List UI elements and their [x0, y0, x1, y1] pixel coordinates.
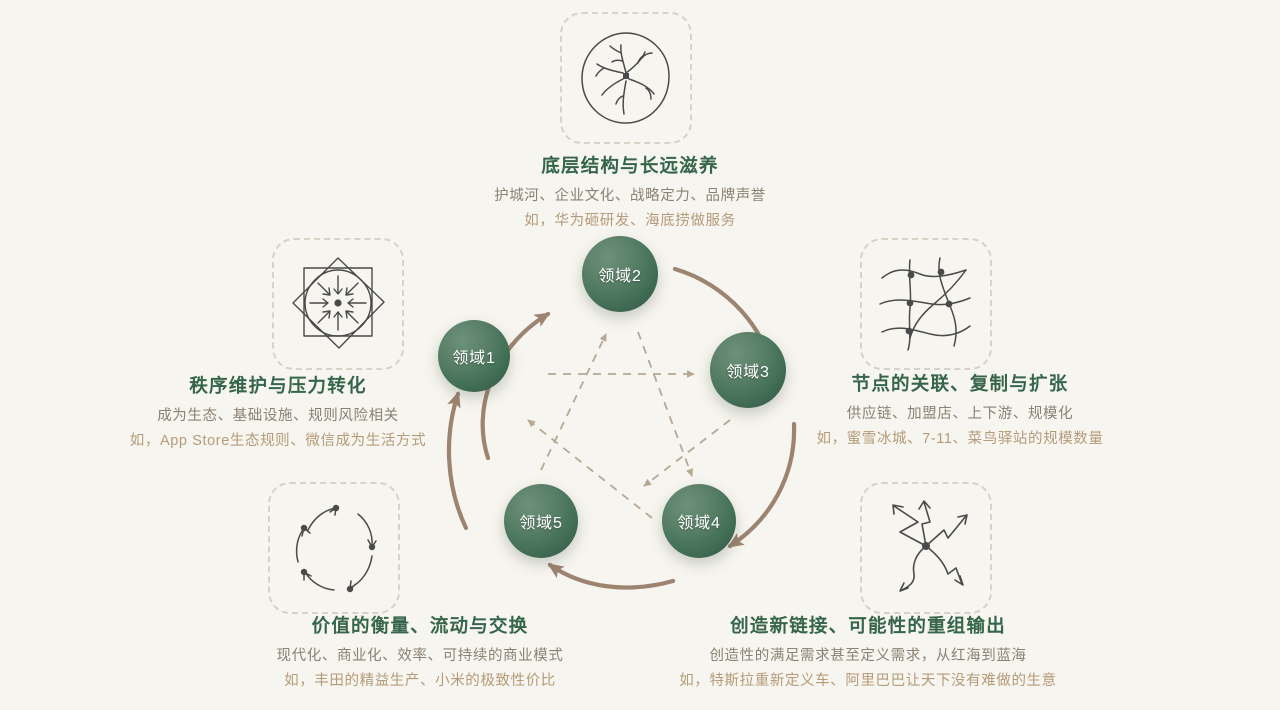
node-lingyu-4[interactable]: 领域4: [662, 484, 736, 558]
node-label: 领域3: [726, 364, 770, 381]
rotated-squares-inward-arrows-icon: [272, 238, 404, 370]
cycle-arrow-3-to-4: [727, 421, 797, 549]
section-title: 底层结构与长远滋养: [541, 155, 719, 176]
section-sub1: 创造性的满足需求甚至定义需求，从红海到蓝海: [709, 647, 1027, 664]
diverging-arrows-icon: [860, 482, 992, 614]
node-label: 领域2: [598, 268, 642, 285]
section-label-top: 底层结构与长远滋养 护城河、企业文化、战略定力、品牌声誉 如，华为砸研发、海底捞…: [440, 152, 820, 235]
section-sub2: 如，App Store生态规则、微信成为生活方式: [129, 433, 427, 450]
section-title: 节点的关联、复制与扩张: [851, 373, 1069, 394]
section-label-bottom-left: 价值的衡量、流动与交换 现代化、商业化、效率、可持续的商业模式 如，丰田的精益生…: [230, 612, 610, 695]
section-label-bottom-right: 创造新链接、可能性的重组输出 创造性的满足需求甚至定义需求，从红海到蓝海 如，特…: [638, 612, 1098, 695]
section-sub2: 如，华为砸研发、海底捞做服务: [524, 213, 736, 230]
section-title: 创造新链接、可能性的重组输出: [730, 615, 1006, 636]
network-grid-nodes-icon: [860, 238, 992, 370]
circular-flow-arrows-icon: [268, 482, 400, 614]
section-sub2: 如，蜜雪冰城、7-11、菜鸟驿站的规模数量: [816, 431, 1104, 448]
root-branches-in-circle-icon: [560, 12, 692, 144]
cycle-arrow-4-to-5: [547, 562, 676, 590]
node-label: 领域4: [677, 515, 721, 532]
section-sub1: 供应链、加盟店、上下游、规模化: [846, 405, 1074, 422]
dashed-link-3-5: [643, 419, 731, 487]
section-sub2: 如，丰田的精益生产、小米的极致性价比: [284, 673, 556, 690]
section-title: 价值的衡量、流动与交换: [311, 615, 529, 636]
node-lingyu-2[interactable]: 领域2: [582, 236, 658, 312]
section-sub1: 成为生态、基础设施、规则风险相关: [157, 407, 399, 424]
dashed-link-2-4: [637, 331, 694, 477]
node-lingyu-5[interactable]: 领域5: [504, 484, 578, 558]
node-lingyu-3[interactable]: 领域3: [710, 332, 786, 408]
dashed-link-4-1: [527, 419, 653, 519]
section-sub1: 护城河、企业文化、战略定力、品牌声誉: [494, 187, 766, 204]
dashed-link-5-2: [540, 333, 607, 471]
node-lingyu-1[interactable]: 领域1: [438, 320, 510, 392]
section-sub1: 现代化、商业化、效率、可持续的商业模式: [276, 647, 564, 664]
section-sub2: 如，特斯拉重新定义车、阿里巴巴让天下没有难做的生意: [679, 673, 1057, 690]
node-label: 领域1: [452, 350, 496, 367]
section-title: 秩序维护与压力转化: [189, 375, 367, 396]
pentagon-cycle-diagram: 领域1 领域2 领域3 领域4 领域5: [430, 228, 810, 608]
section-label-right: 节点的关联、复制与扩张 供应链、加盟店、上下游、规模化 如，蜜雪冰城、7-11、…: [790, 370, 1130, 453]
section-label-left: 秩序维护与压力转化 成为生态、基础设施、规则风险相关 如，App Store生态…: [110, 372, 446, 455]
cycle-arrow-1-to-bottom: [446, 391, 469, 531]
node-label: 领域5: [519, 515, 563, 532]
